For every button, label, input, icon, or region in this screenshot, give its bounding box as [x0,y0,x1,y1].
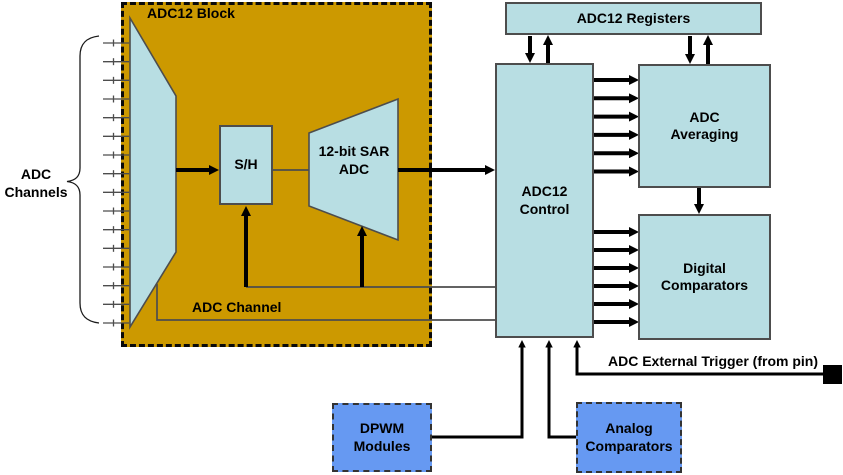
dpwm-modules-label: DPWM Modules [353,420,411,454]
analog-comparators-box: Analog Comparators [576,402,682,473]
external-trigger-label: ADC External Trigger (from pin) [607,353,818,369]
adc12-registers-label: ADC12 Registers [576,9,691,26]
adc-channel-input-lines [103,39,129,327]
dpwm-modules-box: DPWM Modules [332,403,432,472]
digital-comparators-box: Digital Comparators [638,214,771,340]
adc-channels-label: ADC Channels [4,166,68,200]
adc12-registers-box: ADC12 Registers [505,2,762,35]
adc12-control-box: ADC12 Control [495,63,594,338]
control-select-wires [156,169,497,321]
dpwm-to-control-arrow [432,340,526,439]
sample-hold-box: S/H [219,125,273,205]
digital-comparators-label: Digital Comparators [660,259,749,294]
sample-hold-label: S/H [234,156,258,173]
analog-comparators-label: Analog Comparators [585,420,673,454]
sar-adc-label: 12-bit SAR ADC [318,143,390,177]
adc-averaging-label: ADC Averaging [670,108,739,143]
adc-channel-select-wire [156,284,497,321]
adc12-block-label: ADC12 Block [147,5,235,21]
adc12-control-label: ADC12 Control [519,183,570,217]
trigger-wires [432,340,823,439]
adc-channel-label: ADC Channel [192,299,282,315]
sar-adc-trapezoid [308,97,399,242]
external-trigger-to-control-arrow [573,340,823,376]
adc-averaging-box: ADC Averaging [638,64,771,188]
channels-brace [66,35,100,324]
signal-arrows [176,35,713,327]
analog-to-control-arrow [545,340,576,439]
input-mux-trapezoid [129,15,177,330]
external-trigger-pin-square [823,365,842,384]
